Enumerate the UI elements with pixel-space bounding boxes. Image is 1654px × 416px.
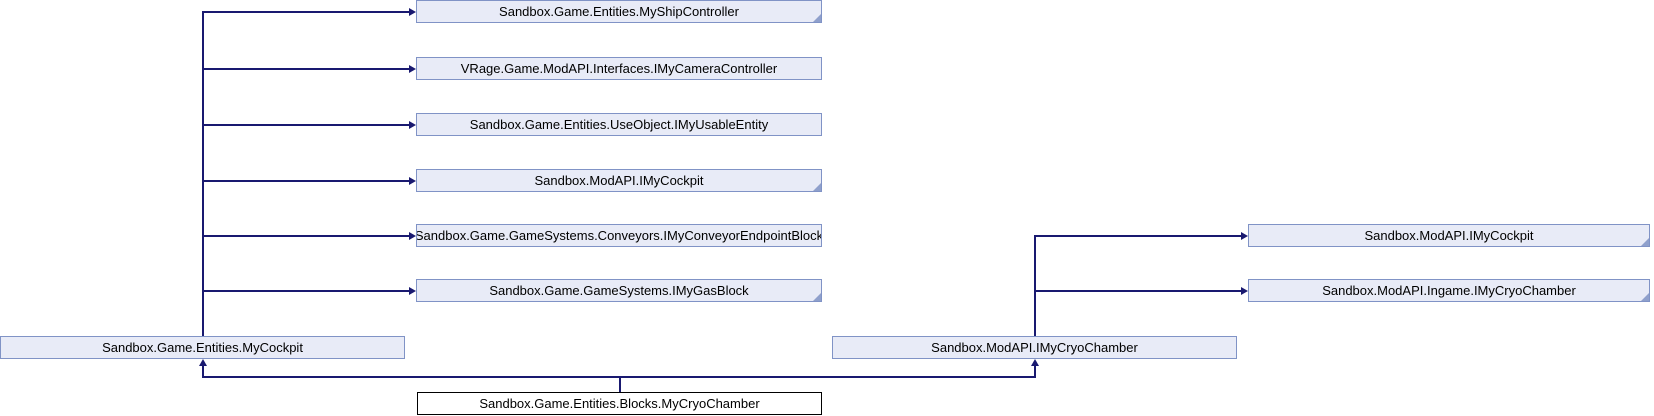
- arrowhead-icon: [1241, 231, 1248, 240]
- arrowhead-icon: [409, 64, 416, 73]
- node-label: Sandbox.Game.Entities.MyCockpit: [102, 340, 303, 355]
- edge-to-imyconveyorendpointblock: [202, 234, 410, 237]
- node-label: Sandbox.ModAPI.IMyCryoChamber: [931, 340, 1138, 355]
- arrowhead-icon: [409, 120, 416, 129]
- fold-corner-icon: [1641, 293, 1649, 301]
- arrowhead-icon: [409, 176, 416, 185]
- node-imy-cockpit-right[interactable]: Sandbox.ModAPI.IMyCockpit: [1248, 224, 1650, 247]
- edge-to-imycameracontroller: [202, 67, 410, 70]
- node-imy-cockpit-left[interactable]: Sandbox.ModAPI.IMyCockpit: [416, 169, 822, 192]
- node-ingame-imy-cryo-chamber[interactable]: Sandbox.ModAPI.Ingame.IMyCryoChamber: [1248, 279, 1650, 302]
- arrowhead-icon: [409, 231, 416, 240]
- node-label: Sandbox.ModAPI.IMyCockpit: [534, 173, 704, 188]
- node-label: Sandbox.Game.Entities.UseObject.IMyUsabl…: [469, 117, 769, 132]
- node-my-cockpit[interactable]: Sandbox.Game.Entities.MyCockpit: [0, 336, 405, 359]
- edge-to-imycockpit-right: [1034, 234, 1242, 237]
- edge-to-myshipcontroller: [202, 10, 410, 13]
- fold-corner-icon: [813, 293, 821, 301]
- edge-mycockpit-trunk: [202, 11, 204, 336]
- edge-mycryochamber-stub: [618, 377, 621, 392]
- node-imy-cryo-chamber[interactable]: Sandbox.ModAPI.IMyCryoChamber: [832, 336, 1237, 359]
- fold-corner-icon: [813, 14, 821, 22]
- node-imy-usable-entity[interactable]: Sandbox.Game.Entities.UseObject.IMyUsabl…: [416, 113, 822, 136]
- arrowhead-icon: [1031, 359, 1039, 366]
- node-imy-camera-controller[interactable]: VRage.Game.ModAPI.Interfaces.IMyCameraCo…: [416, 57, 822, 80]
- edge-to-ingame-imycryochamber: [1034, 289, 1242, 292]
- edge-up-to-imycryochamber: [1034, 365, 1036, 378]
- node-imy-gas-block[interactable]: Sandbox.Game.GameSystems.IMyGasBlock: [416, 279, 822, 302]
- arrowhead-icon: [199, 359, 207, 366]
- node-imy-conveyor-endpoint-block[interactable]: Sandbox.Game.GameSystems.Conveyors.IMyCo…: [416, 224, 822, 247]
- edge-imycryochamber-trunk: [1034, 235, 1036, 337]
- node-my-ship-controller[interactable]: Sandbox.Game.Entities.MyShipController: [416, 0, 822, 23]
- node-label: Sandbox.Game.Entities.Blocks.MyCryoChamb…: [479, 396, 760, 411]
- arrowhead-icon: [1241, 286, 1248, 295]
- node-label: Sandbox.Game.GameSystems.Conveyors.IMyCo…: [416, 228, 822, 243]
- fold-corner-icon: [1641, 238, 1649, 246]
- arrowhead-icon: [409, 7, 416, 16]
- node-label: Sandbox.ModAPI.IMyCockpit: [1364, 228, 1534, 243]
- node-label: Sandbox.ModAPI.Ingame.IMyCryoChamber: [1322, 283, 1576, 298]
- node-label: Sandbox.Game.Entities.MyShipController: [499, 4, 739, 19]
- node-label: Sandbox.Game.GameSystems.IMyGasBlock: [489, 283, 749, 298]
- arrowhead-icon: [409, 286, 416, 295]
- edge-up-to-mycockpit: [202, 365, 204, 378]
- edge-to-imycockpit-left: [202, 179, 410, 182]
- edge-to-imygasblock: [202, 289, 410, 292]
- fold-corner-icon: [813, 183, 821, 191]
- node-my-cryo-chamber-current: Sandbox.Game.Entities.Blocks.MyCryoChamb…: [417, 392, 822, 415]
- node-label: VRage.Game.ModAPI.Interfaces.IMyCameraCo…: [460, 61, 778, 76]
- edge-to-imyusableentity: [202, 123, 410, 126]
